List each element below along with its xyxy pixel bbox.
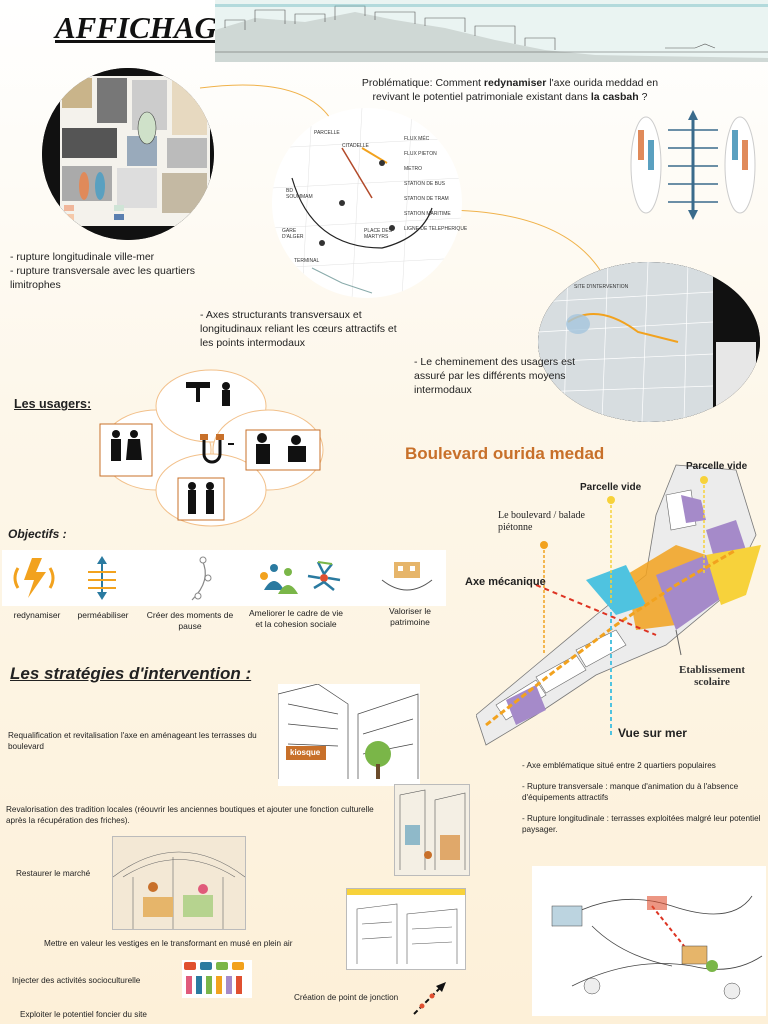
- axes-text: - Axes structurants transversaux et long…: [200, 309, 397, 349]
- legend-item: LIGNE DE TELEPHERIQUE: [404, 226, 468, 232]
- sketch-map-bottom: [532, 866, 766, 1016]
- label-etablissement: Etablissement scolaire: [679, 664, 745, 688]
- poster-preview-circle: [42, 68, 214, 240]
- map-label-terminal: TERMINAL: [294, 258, 320, 264]
- legend-item: STATION DE BUS: [404, 181, 445, 187]
- objectif-label: perméabiliser: [77, 610, 129, 620]
- strategy-item: Requalification et revitalisation l'axe …: [8, 731, 257, 751]
- legend-item: FLUX PIETON: [404, 151, 437, 157]
- legend-item: FLUX MÉC: [404, 136, 430, 142]
- strategy-item: Restaurer le marché: [16, 869, 91, 878]
- site-label: SITE D'INTERVENTION: [574, 284, 629, 290]
- map-label-gare: GARE D'ALGER: [282, 228, 304, 240]
- objectif-label: Créer des moments de pause: [146, 610, 234, 631]
- label-parcelle-vide-1: Parcelle vide: [686, 461, 748, 472]
- label-vue-sur-mer: Vue sur mer: [618, 726, 687, 740]
- map-label-place: PLACE DES MARTYRS: [364, 228, 393, 240]
- center-map-legend: FLUX MÉC FLUX PIETON METRO STATION DE BU…: [404, 136, 467, 232]
- axis-diagram: [630, 110, 756, 220]
- sketch-vestiges: [346, 888, 466, 970]
- strategy-item: Injecter des activités socioculturelle: [12, 976, 141, 985]
- label-balade: Le boulevard / balade piétonne: [498, 510, 585, 533]
- boulevard-diagram: [476, 464, 761, 746]
- objectif-label: Valoriser le patrimoine: [389, 606, 431, 627]
- kiosque-label: kiosque: [290, 748, 321, 757]
- objectifs-title: Objectifs :: [8, 527, 67, 541]
- objectif-label: Ameliorer le cadre de vie et la cohesion…: [248, 608, 343, 629]
- point-item: - Rupture transversale : manque d'animat…: [522, 782, 739, 802]
- map-label-bd: BD SOUMMAM: [286, 188, 313, 200]
- point-item: - Axe emblématique situé entre 2 quartie…: [522, 761, 716, 770]
- map-label-parcelle: PARCELLE: [314, 130, 340, 136]
- legend-item: METRO: [404, 166, 423, 172]
- point-item: - Rupture longitudinale : terrasses expl…: [522, 814, 761, 834]
- legend-item: STATION DE TRAM: [404, 196, 449, 202]
- socioculture-icon: [182, 960, 252, 998]
- panorama-sketch: [215, 0, 768, 62]
- boulevard-title: Boulevard ourida medad: [405, 444, 605, 463]
- usagers-diagram: [99, 369, 324, 527]
- cheminement-text: - Le cheminement des usagers est assuré …: [414, 356, 576, 396]
- strategy-item: Revalorisation des tradition locales (ré…: [6, 805, 374, 825]
- jonction-arrow-icon: [413, 982, 446, 1015]
- strategies-title: Les stratégies d'intervention :: [10, 664, 252, 683]
- strategy-item: Exploiter le potentiel foncier du site: [20, 1010, 147, 1019]
- strategy-item: Mettre en valeur les vestiges en le tran…: [44, 939, 293, 948]
- problematique-text: Problématique: Comment redynamiser l'axe…: [361, 77, 659, 103]
- usagers-title: Les usagers:: [14, 397, 92, 411]
- label-parcelle-vide-2: Parcelle vide: [580, 482, 642, 493]
- objectif-label: redynamiser: [13, 610, 61, 620]
- map-label-citadelle: CITADELLE: [342, 143, 369, 149]
- center-map-circle: PARCELLE CITADELLE BD SOUMMAM GARE D'ALG…: [272, 108, 462, 298]
- sketch-marche: [112, 836, 246, 930]
- objectifs-strip: [2, 550, 446, 606]
- site-map-circle: SITE D'INTERVENTION: [538, 262, 760, 422]
- label-axe-mecanique: Axe mécanique: [465, 576, 546, 588]
- legend-item: STATION MARITIME: [404, 211, 451, 217]
- strategy-item: Création de point de jonction: [294, 993, 399, 1002]
- ruptures-text: - rupture longitudinale ville-mer - rupt…: [10, 251, 195, 291]
- boulevard-points: - Axe emblématique situé entre 2 quartie…: [522, 760, 762, 835]
- sketch-terrasses: kiosque: [278, 684, 420, 786]
- sketch-boutiques: [394, 784, 470, 876]
